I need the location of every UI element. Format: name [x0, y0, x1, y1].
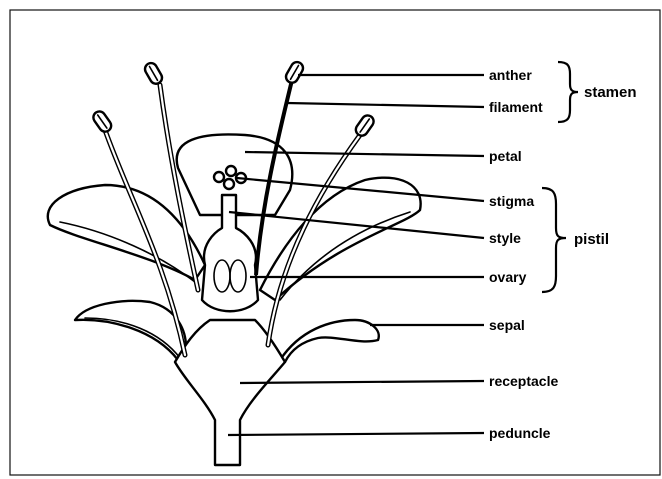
- label-peduncle: peduncle: [489, 425, 551, 441]
- group-braces: stamen pistil: [542, 62, 637, 292]
- anther-3: [284, 60, 305, 85]
- label-sepal: sepal: [489, 317, 525, 333]
- label-style: style: [489, 230, 521, 246]
- leader-filament: [287, 103, 484, 107]
- leader-peduncle: [228, 433, 484, 435]
- part-labels: anther filament petal stigma style ovary…: [489, 67, 558, 441]
- label-ovary: ovary: [489, 269, 527, 285]
- stigma-lobe-2: [226, 166, 236, 176]
- label-stigma: stigma: [489, 193, 534, 209]
- stamen-brace: [558, 62, 578, 122]
- stigma-lobe-4: [224, 179, 234, 189]
- label-filament: filament: [489, 99, 543, 115]
- group-label-pistil: pistil: [574, 231, 609, 248]
- label-receptacle: receptacle: [489, 373, 558, 389]
- anther-1: [91, 109, 113, 134]
- left-sepal: [75, 301, 186, 360]
- group-label-stamen: stamen: [584, 84, 637, 101]
- flower-illustration: [48, 60, 421, 465]
- stigma-lobe-1: [214, 172, 224, 182]
- label-petal: petal: [489, 148, 522, 164]
- anther-4: [353, 113, 375, 138]
- label-anther: anther: [489, 67, 532, 83]
- right-sepal: [280, 320, 379, 362]
- leader-receptacle: [240, 381, 484, 383]
- anther-2: [143, 61, 164, 86]
- pistil-brace: [542, 188, 566, 292]
